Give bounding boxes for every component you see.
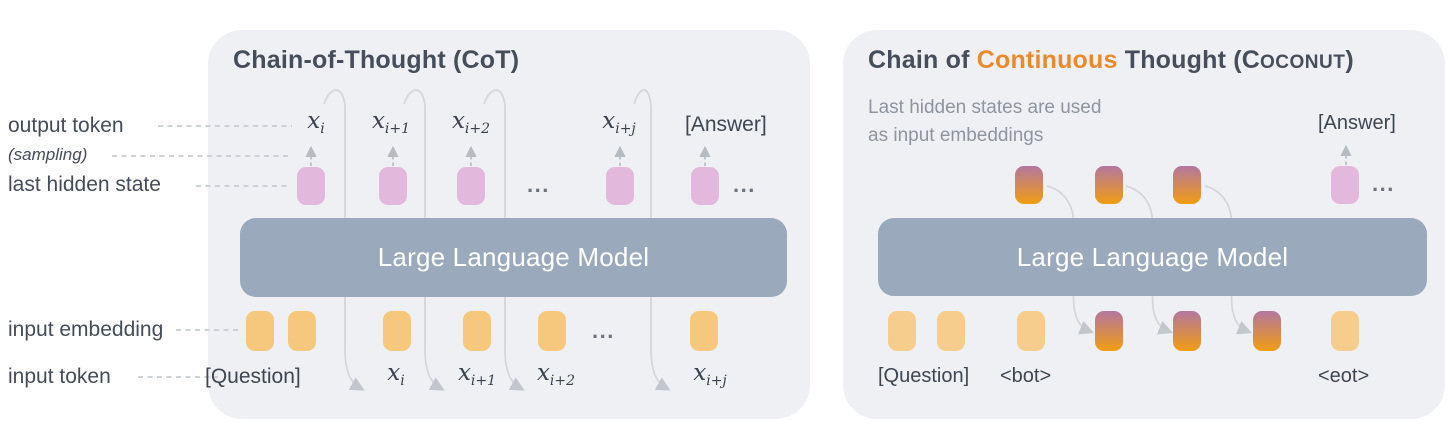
hidden-state-box xyxy=(297,167,325,205)
input-token-xi: xi xyxy=(387,360,405,389)
embedding-row-ellipsis: ... xyxy=(592,318,615,343)
input-embedding-box xyxy=(463,311,491,351)
hidden-state-box xyxy=(457,167,485,205)
legend-sampling: (sampling) xyxy=(8,145,88,164)
hidden-state-box xyxy=(379,167,407,205)
cot-title: Chain-of-Thought (CoT) xyxy=(233,46,520,74)
hidden-state-box xyxy=(606,167,634,205)
coconut-title: Chain of Continuous Thought (COCONUT) xyxy=(868,46,1354,74)
coconut-question-token: [Question] xyxy=(878,365,970,387)
cot-question-token: [Question] xyxy=(205,365,301,388)
continuous-thought-input-box xyxy=(1173,311,1201,351)
hidden-row-ellipsis: ... xyxy=(527,172,550,197)
continuous-thought-box xyxy=(1095,166,1123,204)
continuous-thought-input-box xyxy=(1095,311,1123,351)
cot-llm-box: Large Language Model xyxy=(240,218,787,297)
cot-llm-label: Large Language Model xyxy=(377,242,650,272)
coconut-llm-box: Large Language Model xyxy=(878,218,1427,296)
coconut-title-highlight: Continuous xyxy=(976,46,1118,74)
legend-input-token: input token xyxy=(8,365,111,388)
coconut-hidden-row-ellipsis: ... xyxy=(1372,171,1395,196)
input-embedding-box xyxy=(888,311,916,351)
output-token-xi2: xi+2 xyxy=(451,108,491,137)
input-token-xij: xi+j xyxy=(693,360,727,389)
input-embedding-box xyxy=(383,311,411,351)
input-token-xi1: xi+1 xyxy=(457,360,497,389)
continuous-thought-box xyxy=(1015,166,1043,204)
continuous-thought-box xyxy=(1173,166,1201,204)
coconut-subtitle: Last hidden states are used as input emb… xyxy=(868,97,1102,146)
hidden-state-box xyxy=(1331,166,1359,204)
bot-token: <bot> xyxy=(1000,365,1052,387)
input-token-xi2: xi+2 xyxy=(536,360,576,389)
hidden-state-box xyxy=(691,167,719,205)
output-token-xi1: xi+1 xyxy=(371,108,411,137)
input-embedding-box xyxy=(1331,311,1359,351)
legend-input-embedding: input embedding xyxy=(8,318,164,341)
legend-last-hidden-state: last hidden state xyxy=(8,173,161,196)
legend-output-token: output token xyxy=(8,114,124,137)
coconut-answer-token: [Answer] xyxy=(1318,112,1396,134)
input-embedding-box xyxy=(246,311,274,351)
input-embedding-box xyxy=(690,311,718,351)
eot-token: <eot> xyxy=(1318,365,1370,387)
input-embedding-box xyxy=(288,311,316,351)
continuous-thought-input-box xyxy=(1253,311,1281,351)
output-token-xij: xi+j xyxy=(602,108,636,137)
coconut-llm-label: Large Language Model xyxy=(1016,241,1289,272)
output-token-xi: xi xyxy=(307,108,325,137)
input-embedding-box xyxy=(1017,311,1045,351)
cot-answer-token: [Answer] xyxy=(685,113,767,136)
input-embedding-box xyxy=(538,311,566,351)
input-embedding-box xyxy=(937,311,965,351)
hidden-row-ellipsis: ... xyxy=(733,172,756,197)
